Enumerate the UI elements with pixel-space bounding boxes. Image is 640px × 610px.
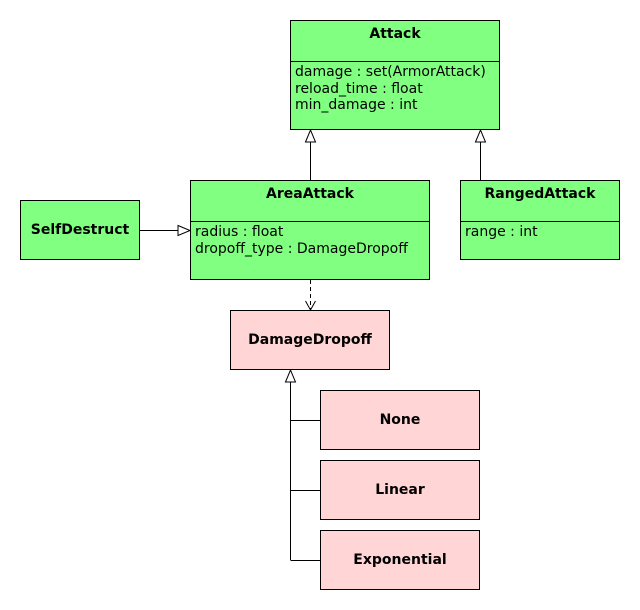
enum-linear: Linear [320,460,480,520]
class-ranged-attack-name: RangedAttack [484,186,596,202]
class-area-attack-attributes: radius : float dropoff_type : DamageDrop… [191,221,429,257]
enum-linear-name: Linear [375,482,425,498]
enum-damage-dropoff: DamageDropoff [230,310,390,370]
class-attack-attributes: damage : set(ArmorAttack) reload_time : … [291,61,499,114]
enum-exponential-name: Exponential [353,552,447,568]
class-area-attack: AreaAttack radius : float dropoff_type :… [190,180,430,280]
enum-none-name: None [379,412,421,428]
class-ranged-attack: RangedAttack range : int [460,180,620,260]
attribute: min_damage : int [295,97,418,113]
class-ranged-attack-attributes: range : int [461,221,619,241]
enum-none: None [320,390,480,450]
class-self-destruct: SelfDestruct [20,200,140,260]
class-attack: Attack damage : set(ArmorAttack) reload_… [290,20,500,130]
enum-damage-dropoff-name: DamageDropoff [248,332,372,348]
attribute: dropoff_type : DamageDropoff [195,240,408,257]
attribute: damage : set(ArmorAttack) [295,64,486,80]
attribute: reload_time : float [295,80,423,97]
class-attack-name: Attack [369,26,421,42]
attribute: radius : float [195,224,284,240]
class-area-attack-name: AreaAttack [266,186,354,202]
attribute: range : int [465,224,538,240]
enum-exponential: Exponential [320,530,480,590]
class-self-destruct-name: SelfDestruct [30,222,130,238]
